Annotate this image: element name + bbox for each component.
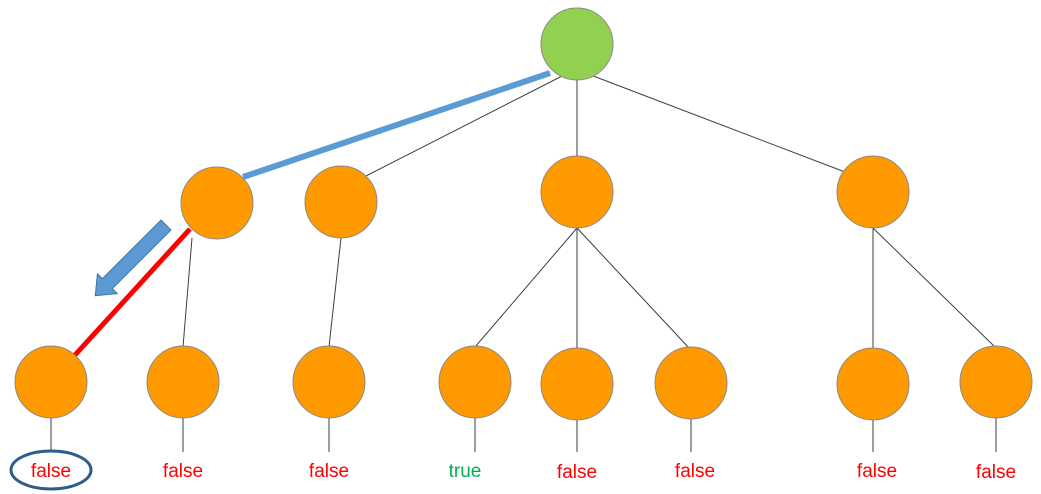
leaf-node-4: [438, 345, 512, 419]
root-node: [540, 7, 614, 81]
leaf-label-5: false: [557, 462, 597, 483]
edge-internal-1-leaf-2: [182, 237, 193, 348]
leaf-node-1: [14, 345, 88, 419]
edge-internal-2-leaf-3: [328, 237, 342, 348]
leaf-node-6: [654, 346, 728, 420]
internal-node-4: [836, 155, 910, 229]
internal-node-3: [540, 155, 614, 229]
edge-internal-3-leaf-4: [474, 227, 578, 348]
leaf-label-2: false: [163, 461, 203, 482]
leaf-node-7: [836, 347, 910, 421]
highlighted-edge-internal-1-leaf-1: [73, 227, 192, 357]
leaf-node-8: [959, 345, 1033, 419]
leaf-label-1: false: [31, 461, 71, 482]
internal-node-2: [304, 165, 378, 239]
internal-node-1: [180, 166, 254, 240]
leaf-node-5: [540, 347, 614, 421]
edge-root-internal-4: [587, 73, 846, 173]
highlighted-edge-root-internal-1: [242, 70, 551, 180]
edge-internal-4-leaf-8: [872, 227, 996, 348]
leaf-label-7: false: [857, 461, 897, 482]
leaf-label-3: false: [309, 461, 349, 482]
leaf-label-8: false: [976, 462, 1016, 483]
leaf-node-2: [146, 345, 220, 419]
leaf-node-3: [292, 345, 366, 419]
edge-internal-3-leaf-6: [576, 227, 690, 349]
selected-leaf-outline: [9, 449, 93, 491]
edge-root-internal-2: [365, 71, 571, 177]
arrow-down-left-icon: [94, 219, 172, 297]
leaf-label-6: false: [675, 461, 715, 482]
leaf-label-4: true: [449, 461, 482, 482]
